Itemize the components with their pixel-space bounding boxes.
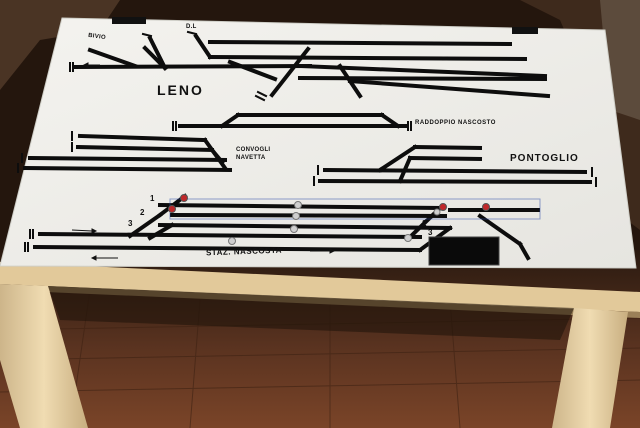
switch-silver-4[interactable] xyxy=(228,237,236,245)
table-apron xyxy=(0,262,640,312)
panel-clip-left xyxy=(112,17,146,24)
track-section-leno xyxy=(73,33,551,99)
label-leno: LENO xyxy=(157,82,204,98)
switch-red-3[interactable] xyxy=(439,203,447,211)
track-section-raddoppio xyxy=(178,112,407,129)
label-track-3-right: 3 xyxy=(428,228,433,237)
track-ends-leno xyxy=(69,30,268,102)
label-convogli-navetta: CONVOGLI NAVETTA xyxy=(236,147,271,161)
track-section-pontoglio xyxy=(317,144,593,185)
direction-arrows xyxy=(71,62,336,261)
label-pontoglio: PONTOGLIO xyxy=(510,153,579,164)
label-track-1: 1 xyxy=(150,194,155,203)
track-diagram xyxy=(17,30,597,261)
switch-silver-2[interactable] xyxy=(292,212,300,220)
label-dl: D.L xyxy=(186,24,197,30)
label-track-3-left: 3 xyxy=(128,219,133,228)
switch-silver-1[interactable] xyxy=(294,201,302,209)
switch-silver-6[interactable] xyxy=(433,208,441,216)
under-table-shadow xyxy=(48,286,574,340)
switch-silver-3[interactable] xyxy=(290,225,298,233)
table-leg-right xyxy=(552,308,628,428)
switch-red-1[interactable] xyxy=(180,194,188,202)
table-leg-left xyxy=(0,284,88,428)
track-section-convogli-navetta xyxy=(22,133,233,173)
panel-clip-right xyxy=(512,27,538,34)
switch-red-4[interactable] xyxy=(482,203,490,211)
label-track-2-right: 2 xyxy=(422,219,427,228)
label-raddoppio-nascosto: RADDOPPIO NASCOSTO xyxy=(415,120,496,126)
switch-red-2[interactable] xyxy=(168,205,176,213)
switch-silver-5[interactable] xyxy=(404,234,412,242)
label-track-2-left: 2 xyxy=(140,208,145,217)
panel-cutout xyxy=(428,236,500,266)
